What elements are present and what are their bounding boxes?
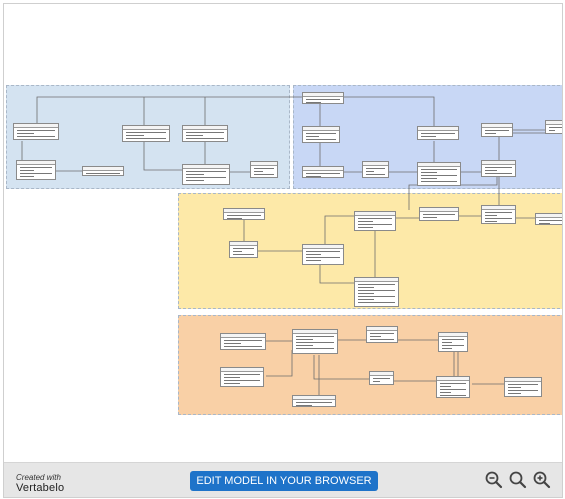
table[interactable] (302, 244, 344, 265)
table[interactable] (504, 377, 542, 397)
table[interactable] (292, 395, 336, 407)
table[interactable] (220, 333, 266, 350)
table[interactable] (369, 371, 394, 385)
diagram-viewer: Created with Vertabelo EDIT MODEL IN YOU… (3, 3, 563, 498)
table[interactable] (229, 241, 258, 258)
table[interactable] (354, 211, 396, 231)
table[interactable] (122, 125, 170, 142)
bottom-toolbar: Created with Vertabelo EDIT MODEL IN YOU… (4, 462, 562, 497)
table[interactable] (82, 166, 124, 176)
table[interactable] (481, 160, 516, 177)
brand-name: Vertabelo (16, 482, 65, 494)
table[interactable] (481, 123, 513, 137)
table[interactable] (182, 125, 228, 142)
table[interactable] (223, 208, 265, 220)
zoom-in-icon[interactable] (532, 470, 552, 490)
table[interactable] (250, 161, 278, 178)
edit-model-button[interactable]: EDIT MODEL IN YOUR BROWSER (190, 471, 378, 491)
table[interactable] (16, 160, 56, 180)
table[interactable] (302, 92, 344, 104)
zoom-reset-icon[interactable] (508, 470, 528, 490)
table[interactable] (366, 326, 398, 343)
table[interactable] (362, 161, 389, 178)
table[interactable] (354, 277, 399, 307)
created-with-label: Created with (16, 473, 61, 482)
relationship-lines (21, 96, 545, 395)
table[interactable] (182, 164, 230, 185)
table[interactable] (417, 126, 459, 140)
table[interactable] (535, 213, 562, 225)
table[interactable] (417, 162, 461, 186)
table[interactable] (302, 166, 344, 178)
table[interactable] (292, 329, 338, 354)
table[interactable] (438, 332, 468, 352)
table[interactable] (13, 123, 59, 140)
diagram-canvas[interactable] (4, 4, 562, 462)
table[interactable] (302, 126, 340, 143)
zoom-out-icon[interactable] (484, 470, 504, 490)
table[interactable] (545, 120, 562, 134)
table[interactable] (481, 205, 516, 224)
table[interactable] (436, 376, 470, 398)
table[interactable] (220, 367, 264, 387)
table[interactable] (419, 207, 459, 221)
vertabelo-logo[interactable]: Created with Vertabelo (16, 474, 64, 494)
